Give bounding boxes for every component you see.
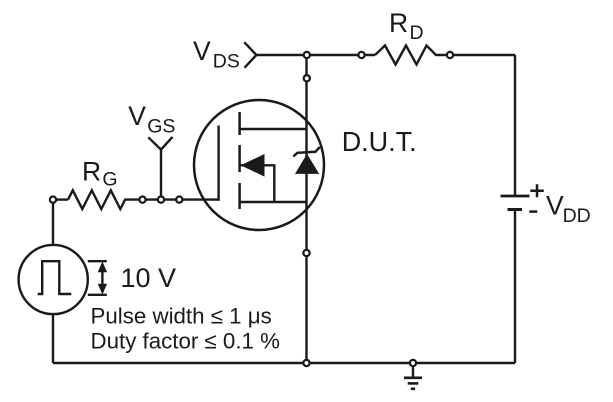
- svg-text:DS: DS: [213, 50, 240, 72]
- svg-text:V: V: [128, 101, 146, 131]
- svg-text:V: V: [546, 191, 564, 221]
- svg-text:DD: DD: [563, 205, 591, 227]
- svg-text:10 V: 10 V: [121, 263, 177, 293]
- svg-text:G: G: [102, 168, 117, 190]
- svg-text:V: V: [193, 36, 211, 66]
- svg-text:Pulse width ≤ 1 μs: Pulse width ≤ 1 μs: [91, 304, 272, 329]
- svg-text:Duty factor ≤ 0.1 %: Duty factor ≤ 0.1 %: [91, 329, 281, 354]
- svg-text:R: R: [82, 156, 101, 186]
- svg-text:D.U.T.: D.U.T.: [342, 126, 417, 157]
- svg-text:GS: GS: [147, 115, 175, 137]
- svg-text:D: D: [410, 22, 424, 44]
- svg-text:R: R: [389, 8, 408, 38]
